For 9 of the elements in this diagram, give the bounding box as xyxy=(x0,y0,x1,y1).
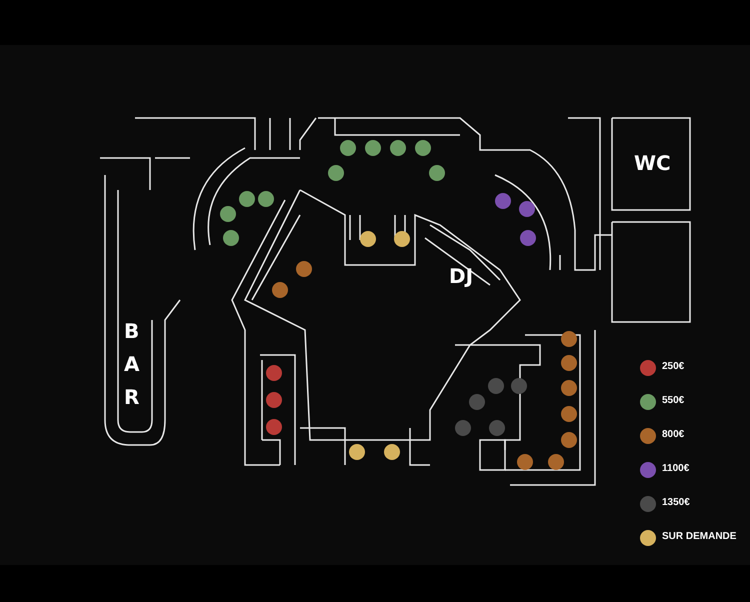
legend-label: 1100€ xyxy=(662,463,690,474)
legend-label: SUR DEMANDE xyxy=(662,531,736,542)
legend-label: 550€ xyxy=(662,395,684,406)
area-label: WC xyxy=(634,151,671,175)
legend-label: 1350€ xyxy=(662,497,690,508)
area-label: DJ xyxy=(449,264,474,288)
area-label: BAR xyxy=(124,318,138,411)
legend-label: 800€ xyxy=(662,429,684,440)
legend-label: 250€ xyxy=(662,361,684,372)
